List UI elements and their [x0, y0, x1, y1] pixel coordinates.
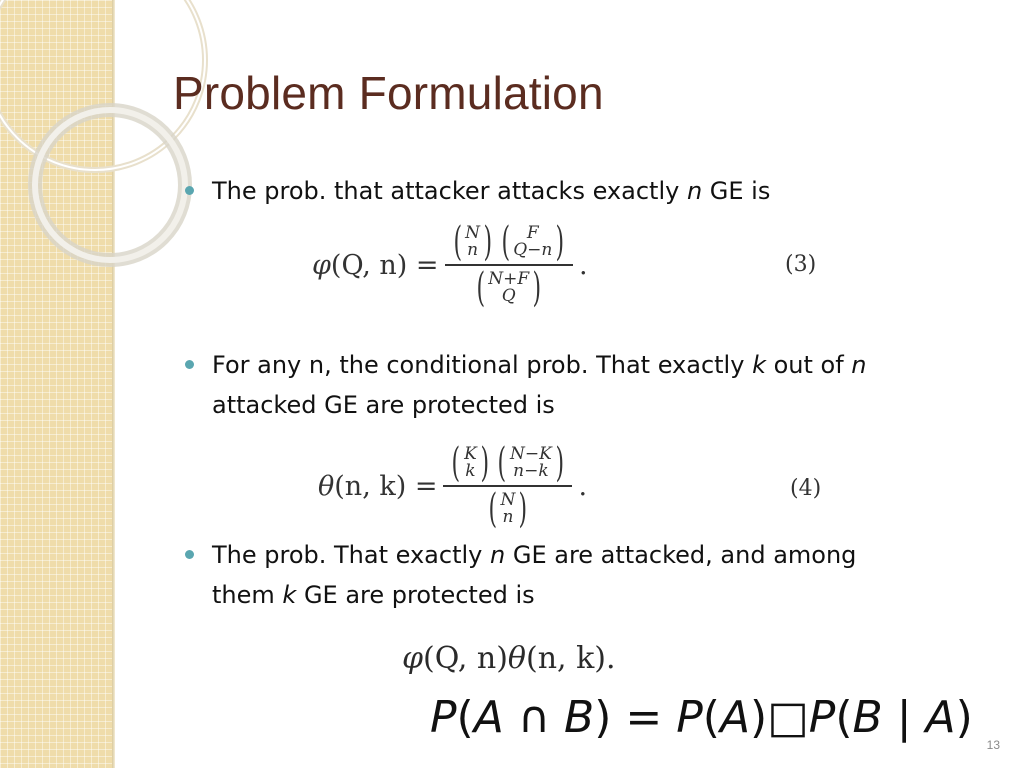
binom-top: N — [465, 223, 481, 243]
eq-args: (n, k) = — [334, 470, 438, 502]
bullet-text: attacked GE are protected is — [212, 391, 555, 419]
bullet-conditional-probability: For any n, the conditional prob. That ex… — [185, 345, 972, 425]
eq-args: (Q, n) — [423, 641, 508, 676]
math-var: B — [564, 692, 595, 743]
sidebar-edge — [112, 0, 115, 768]
bullet-text: GE are attacked, and among — [505, 541, 857, 569]
eq-func: φ — [312, 249, 331, 281]
page-number: 13 — [986, 738, 1000, 752]
eq-tail: . — [578, 249, 588, 281]
intersection-symbol: ∩ — [503, 692, 565, 743]
equation-product: φ (Q, n) θ (n, k). — [402, 641, 616, 676]
slide-title: Problem Formulation — [173, 67, 604, 119]
fraction-bar — [443, 485, 573, 487]
bullet-var: k — [282, 581, 297, 609]
binom-bottom: n−k — [513, 461, 549, 481]
binom-top: F — [526, 223, 539, 243]
bullet-joint-probability: The prob. That exactly n GE are attacked… — [185, 535, 972, 615]
eq-func: φ — [402, 641, 424, 676]
eq-func: θ — [318, 470, 335, 502]
missing-glyph-box: □ — [767, 692, 809, 743]
decorative-sidebar — [0, 0, 112, 768]
bullet-attack-probability: The prob. that attacker attacks exactly … — [185, 171, 972, 211]
eq-func: θ — [507, 641, 526, 676]
bullet-var: k — [752, 351, 766, 379]
bullet-text: The prob. That exactly — [212, 541, 490, 569]
binom-bottom: n — [502, 507, 514, 527]
eq-args: (n, k). — [525, 641, 616, 676]
fraction-bar — [444, 264, 573, 266]
math-var: A — [925, 692, 956, 743]
binom-top: K — [464, 444, 477, 464]
binom-top: N−K — [510, 444, 552, 464]
math-var: A — [473, 692, 504, 743]
math-var: P — [676, 692, 703, 743]
bullet-text: GE are protected is — [296, 581, 535, 609]
bullet-text: them — [212, 581, 283, 609]
math-var: P — [430, 692, 457, 743]
bayes-formula: P(A ∩ B) = P(A)□P(B | A) — [430, 692, 973, 743]
bullet-text: out of — [765, 351, 852, 379]
binom-top: N+F — [488, 269, 530, 289]
binom-top: N — [500, 490, 516, 510]
math-var: A — [719, 692, 751, 743]
bullet-var: n — [490, 541, 506, 569]
math-var: P — [808, 692, 836, 743]
math-var: B — [852, 692, 883, 743]
binom-bottom: Q−n — [513, 240, 553, 260]
given-bar: | — [882, 692, 926, 743]
binom-bottom: Q — [501, 286, 516, 306]
eq-args: (Q, n) = — [330, 249, 439, 281]
equation-number-4: (4) — [790, 476, 822, 501]
binom-bottom: n — [467, 240, 479, 260]
binom-bottom: k — [465, 461, 476, 481]
equation-number-3: (3) — [785, 252, 817, 277]
bullet-var: n — [851, 351, 867, 379]
bullet-var: n — [686, 177, 703, 205]
eq-tail: . — [578, 470, 588, 502]
bullet-text: The prob. that attacker attacks exactly — [212, 177, 687, 205]
bullet-text: For any n, the conditional prob. That ex… — [212, 351, 753, 379]
bullet-text: GE is — [702, 177, 771, 205]
